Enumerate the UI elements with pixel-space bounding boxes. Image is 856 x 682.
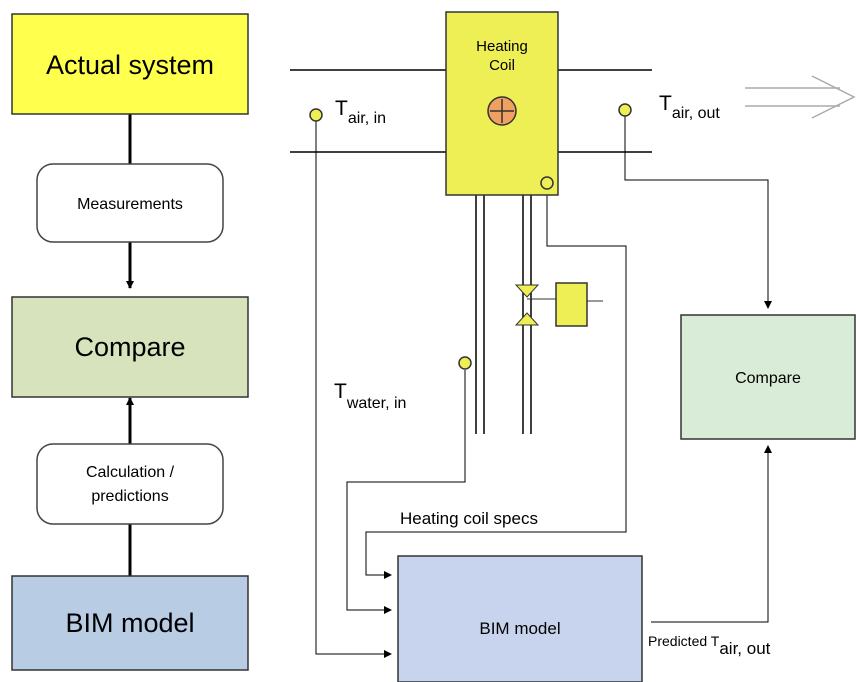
t-air-out-label: Tair, out [659,92,720,122]
measurements-box [36,163,224,243]
heating-coil-label-line1: Heating [476,38,528,55]
actual-system-label: Actual system [46,50,214,80]
compare-label-right: Compare [735,370,801,387]
heating-coil-specs-label: Heating coil specs [400,509,538,528]
calculation-label-line1: Calculation / [86,464,175,481]
calculation-label-line2: predictions [91,488,168,505]
predicted-signal [651,445,772,623]
t-air-in-label: Tair, in [335,97,386,127]
calculation-box [36,443,224,525]
schematic: Heating Coil Tair, in Tair, out Twater, … [290,11,856,682]
bim-model-box-left [11,575,249,671]
measurements-label: Measurements [77,196,183,213]
predicted-t-air-out-label: Predicted Tair, out [648,633,771,658]
control-valve-icon [514,282,603,327]
compare-label-left: Compare [74,332,185,362]
heater-symbol-icon [487,96,517,126]
t-air-in-sensor [309,108,323,122]
airflow-outlet-arrow [745,75,856,119]
coil-sensor [540,176,554,190]
coil-specs-signal [365,190,627,579]
t-water-in-sensor [458,356,472,370]
compare-box-left [11,296,249,398]
signal-lines [315,116,772,658]
t-air-out-signal [624,116,772,309]
t-air-in-signal [315,121,392,658]
bim-model-box-right [397,555,643,682]
actual-system-box [11,13,249,115]
left-flow: Actual system Measurements Compare Calcu… [11,13,249,671]
heating-coil-label-line2: Coil [489,57,515,74]
bim-model-label-left: BIM model [65,608,194,638]
t-water-in-signal [346,370,466,614]
compare-box-right [680,314,856,440]
water-pipes [475,195,532,434]
bim-model-label-right: BIM model [479,619,560,638]
t-air-out-sensor [618,103,632,117]
t-water-in-label: Twater, in [334,380,406,412]
